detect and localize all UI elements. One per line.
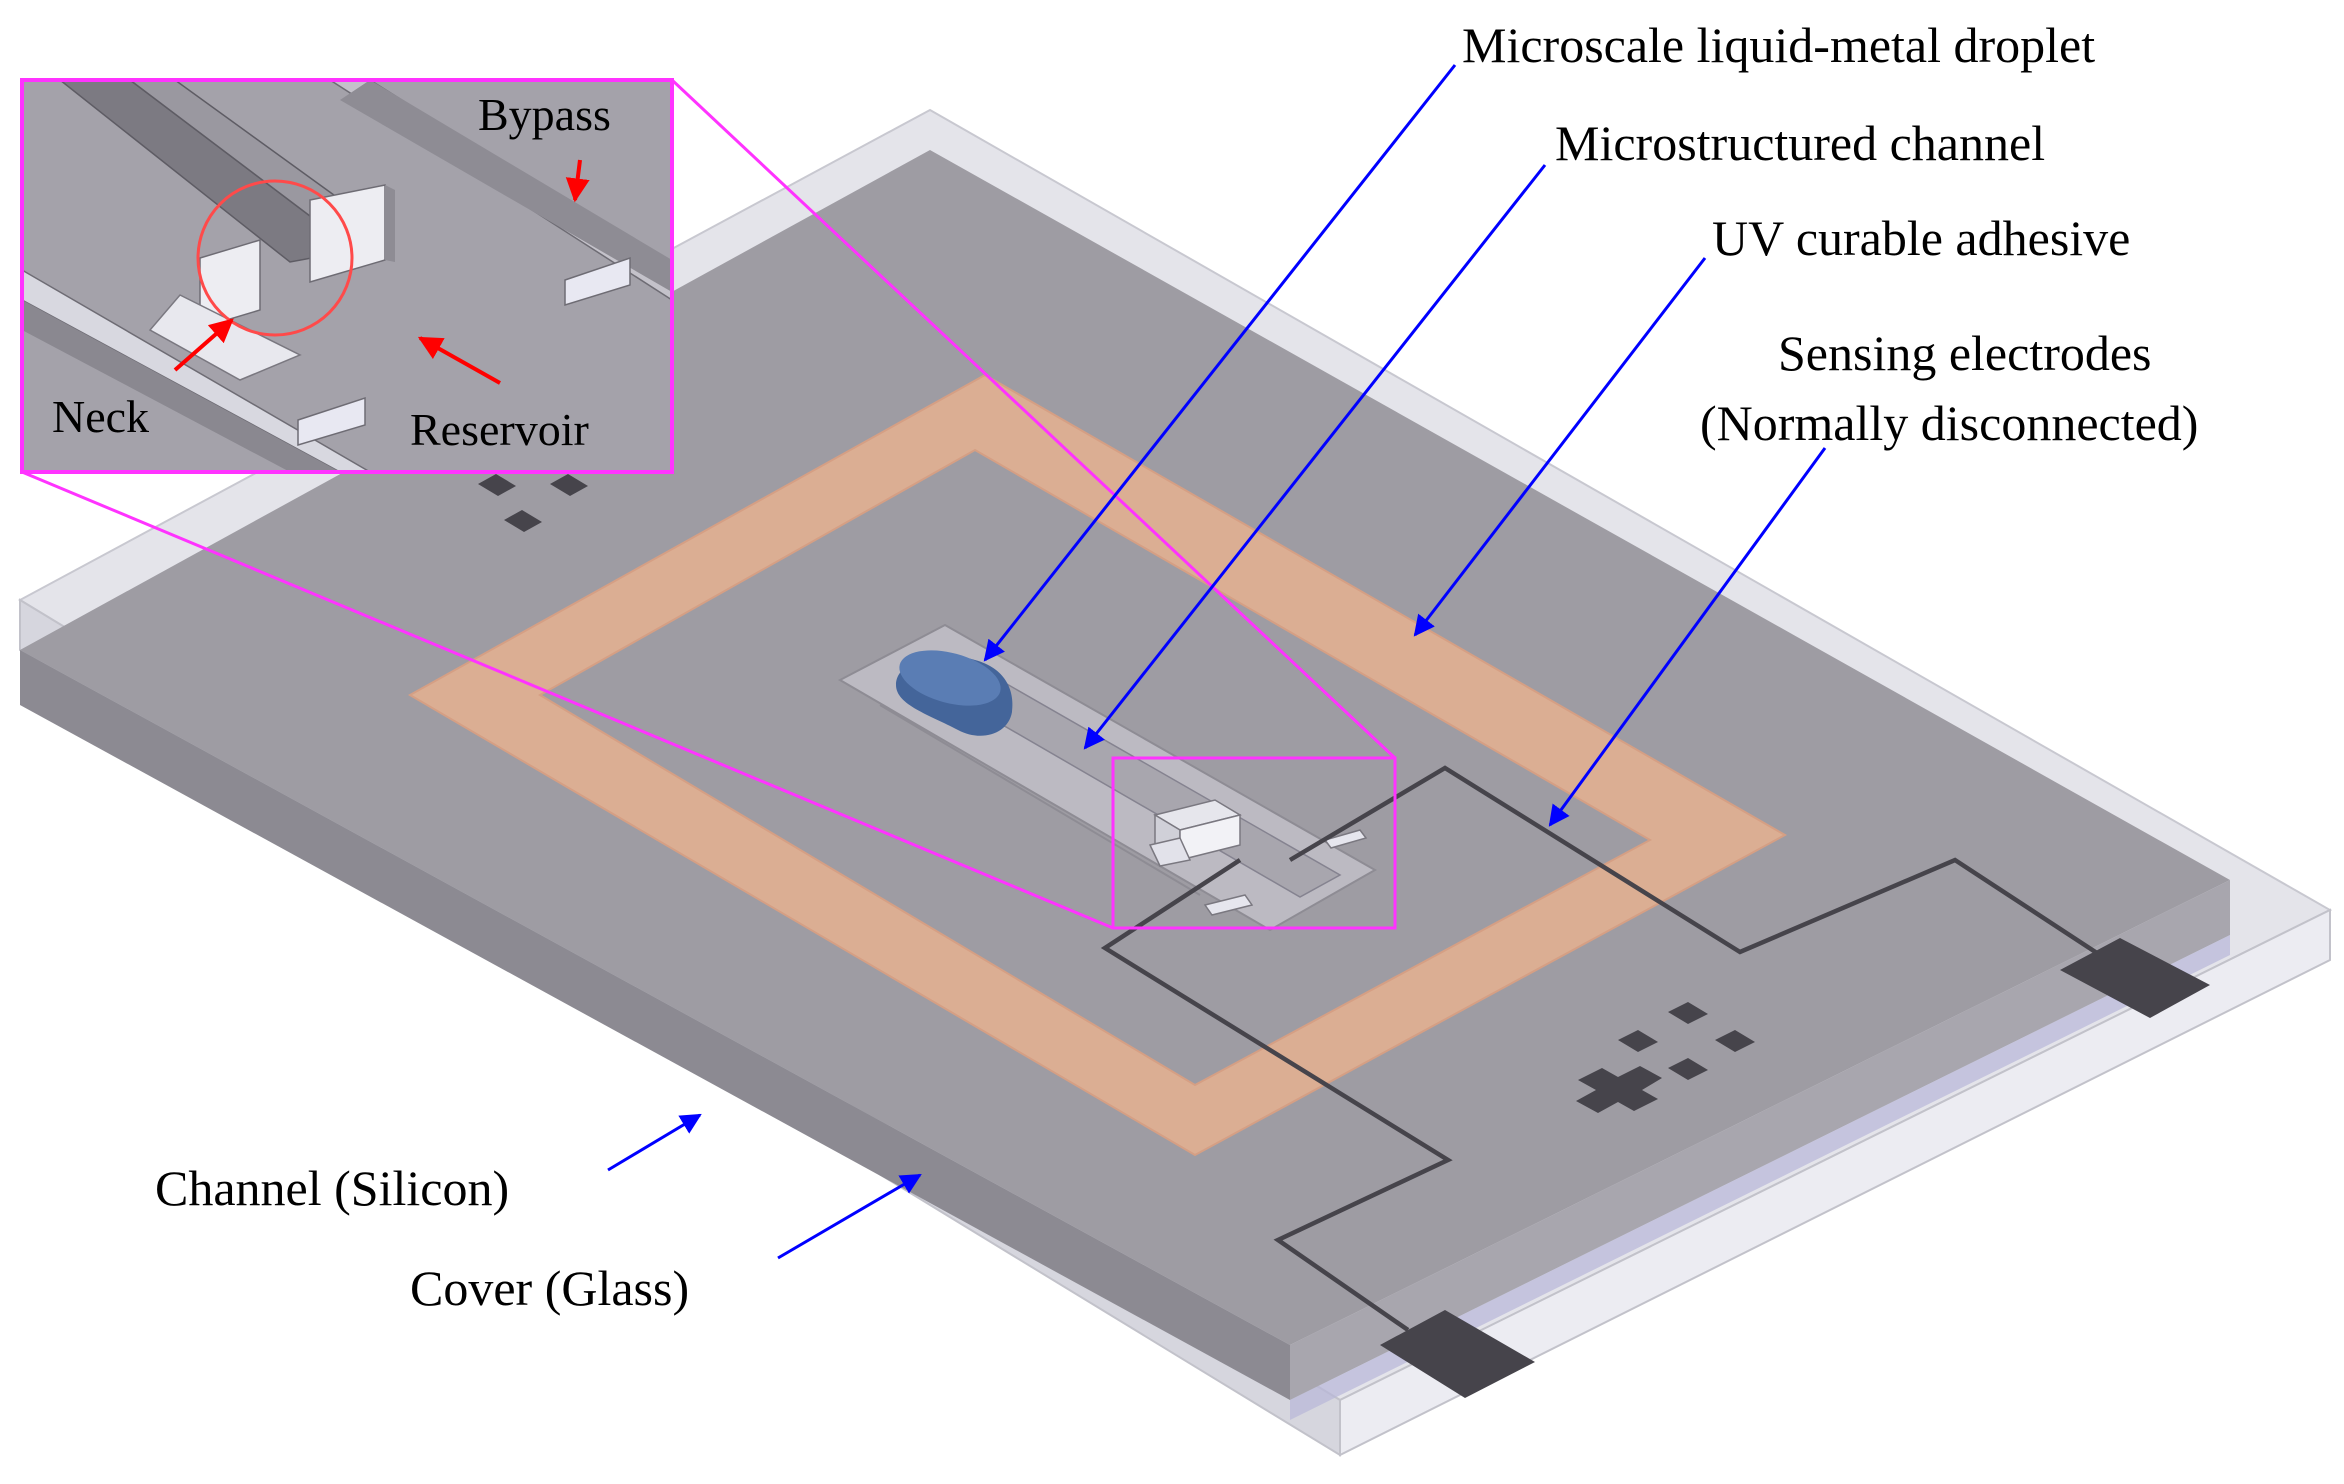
glass-label: Cover (Glass) <box>410 1260 689 1316</box>
adhesive-callout-arrow <box>1413 257 1707 637</box>
alignment-marks-top <box>478 474 588 532</box>
callout-arrows <box>607 64 1827 1260</box>
neck-arrow <box>173 318 234 372</box>
inset-bypass-label: Bypass <box>478 89 611 140</box>
electrode-pad-left <box>1380 1310 1535 1398</box>
silicon-callout-arrow <box>607 1113 702 1172</box>
bypass-arrow <box>565 159 590 203</box>
adhesive-label: UV curable adhesive <box>1712 210 2130 266</box>
alignment-marks-bottom <box>1576 1002 1755 1113</box>
channel-callout-arrow <box>1083 164 1547 750</box>
droplet-label: Microscale liquid-metal droplet <box>1462 17 2095 73</box>
inset-reservoir-label: Reservoir <box>410 404 589 455</box>
inset-neck-label: Neck <box>52 391 149 442</box>
silicon-label: Channel (Silicon) <box>155 1160 509 1216</box>
uv-adhesive-frame <box>407 373 1788 1157</box>
channel-label: Microstructured channel <box>1555 115 2045 171</box>
reservoir-arrow <box>417 336 501 385</box>
sensing-electrodes <box>1100 765 2102 1332</box>
electrode-pad-right <box>2060 938 2210 1018</box>
inset-magnified-view <box>20 78 674 474</box>
zoom-region-frame <box>1111 756 1397 930</box>
electrodes-label-line2: (Normally disconnected) <box>1700 395 2198 451</box>
electrode-trace-left <box>1100 858 1453 1332</box>
neck-highlight-circle <box>196 179 354 337</box>
electrodes-label-line1: Sensing electrodes <box>1778 325 2152 381</box>
inset-zoom-lines <box>21 78 1397 930</box>
liquid-metal-droplet <box>896 650 1013 736</box>
electrodes-callout-arrow <box>1548 447 1827 827</box>
glass-callout-arrow <box>777 1173 922 1260</box>
inset-arrows <box>173 159 590 385</box>
electrode-trace-right <box>1288 765 2102 957</box>
droplet-callout-arrow <box>983 64 1457 662</box>
